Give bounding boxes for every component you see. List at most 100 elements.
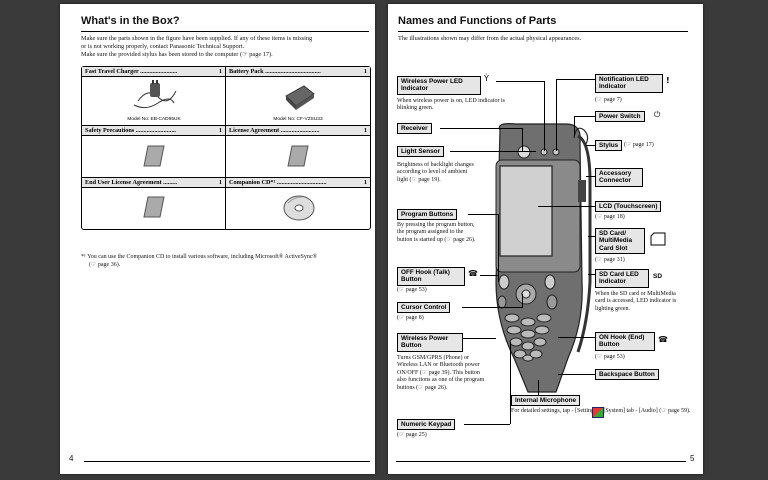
footnote-2: (☞ page 36). xyxy=(89,262,121,268)
phone-on-hook-icon: ☎ xyxy=(658,335,668,344)
label-sd-card-slot: SD Card/ MultiMedia Card Slot xyxy=(595,228,645,255)
footer-rule xyxy=(84,461,370,462)
right-page: Names and Functions of Parts The illustr… xyxy=(388,4,703,474)
item-label: Companion CD*¹ .........................… xyxy=(229,179,327,186)
label-stylus: Stylus xyxy=(595,140,623,152)
wireless-power-led-description: When wireless power is on, LED indicator… xyxy=(397,98,505,112)
row-rule xyxy=(82,125,370,126)
sd-card-led-description: When the SD card or MultiMedia card is a… xyxy=(595,291,677,312)
label-notification-led: Notification LED Indicator xyxy=(595,74,663,93)
label-sd-card-led: SD Card LED Indicator xyxy=(595,269,649,288)
item-label: License Agreement ......................… xyxy=(229,127,320,134)
item-license-header: License Agreement ......................… xyxy=(226,126,370,136)
numeric-keypad-page: (☞ page 25) xyxy=(397,432,427,438)
label-internal-microphone: Internal Microphone xyxy=(511,395,581,407)
leader-line xyxy=(588,274,595,275)
off-hook-page: (☞ page 53) xyxy=(397,287,427,293)
leader-line xyxy=(522,294,523,308)
label-cursor-control: Cursor Control xyxy=(397,302,451,314)
item-label: End User License Agreement ......... xyxy=(85,179,178,186)
program-buttons-description: By pressing the program button, the prog… xyxy=(397,222,476,243)
table-divider xyxy=(225,67,226,229)
item-label: Safety Precautions .....................… xyxy=(85,127,176,134)
eula-sheet-image xyxy=(143,196,165,218)
on-hook-page: (☞ page 53) xyxy=(595,354,625,360)
leader-line xyxy=(510,342,511,424)
start-menu-icon xyxy=(592,407,604,418)
label-off-hook-button: OFF Hook (Talk) Button xyxy=(397,267,465,286)
label-power-switch: Power Switch xyxy=(595,111,645,123)
license-sheet-image xyxy=(287,145,309,167)
item-count: 1 xyxy=(363,127,367,134)
leader-line xyxy=(440,128,522,129)
safety-sheet-image xyxy=(143,145,165,167)
footnote-1: *¹ You can use the Companion CD to insta… xyxy=(81,254,318,260)
label-wireless-power-button: Wireless Power Button xyxy=(397,333,463,352)
item-count: 1 xyxy=(363,179,367,186)
item-label: Fast Travel Charger ....................… xyxy=(85,68,178,75)
page-title-left: What's in the Box? xyxy=(81,15,180,27)
sd-card-icon xyxy=(650,232,666,246)
page-title-right: Names and Functions of Parts xyxy=(398,15,557,27)
leader-line xyxy=(556,79,557,151)
item-charger-header: Fast Travel Charger ....................… xyxy=(82,67,225,77)
leader-line xyxy=(498,214,499,282)
leader-line xyxy=(558,337,595,338)
item-safety-header: Safety Precautions .....................… xyxy=(82,126,225,136)
page-number-right: 5 xyxy=(690,454,695,463)
row-rule xyxy=(82,177,370,178)
left-page: What's in the Box? Make sure the parts s… xyxy=(60,4,375,474)
leader-line xyxy=(538,206,595,207)
leader-line xyxy=(558,374,595,375)
label-lcd: LCD (Touchscreen) xyxy=(595,201,662,213)
footer-rule xyxy=(396,461,686,462)
leader-line xyxy=(556,79,595,80)
leader-line xyxy=(496,81,544,82)
label-wireless-power-led: Wireless Power LED Indicator xyxy=(397,76,481,95)
charger-model: Model No: EB-CAD95UK xyxy=(127,117,181,122)
cursor-control-page: (☞ page 8) xyxy=(397,315,424,321)
leader-line xyxy=(480,275,498,276)
leader-line xyxy=(468,214,498,215)
cd-image xyxy=(283,195,315,221)
item-label: Battery Pack ...........................… xyxy=(229,68,321,75)
label-receiver: Receiver xyxy=(397,123,432,135)
item-count: 1 xyxy=(218,68,222,75)
leader-line xyxy=(586,176,595,177)
label-backspace-button: Backspace Button xyxy=(595,369,659,381)
page-number-left: 4 xyxy=(69,454,74,463)
intro-line-2: or is not working properly, contact Pana… xyxy=(81,43,245,50)
item-count: 1 xyxy=(363,68,367,75)
title-rule xyxy=(398,31,688,32)
leader-line xyxy=(586,145,595,146)
leader-line xyxy=(522,128,523,152)
lcd-page: (☞ page 18) xyxy=(595,214,625,220)
leader-line xyxy=(574,116,595,117)
item-count: 1 xyxy=(218,179,222,186)
leader-line xyxy=(450,151,536,152)
subtitle: The illustrations shown may differ from … xyxy=(398,35,582,42)
leader-line xyxy=(464,424,510,425)
title-rule xyxy=(81,31,369,32)
label-program-buttons: Program Buttons xyxy=(397,209,458,221)
phone-off-hook-icon: ☎ xyxy=(468,269,478,278)
leader-line xyxy=(544,81,545,151)
wireless-power-button-description: Turns GSM/GPRS (Phone) or Wireless LAN o… xyxy=(397,355,485,391)
battery-model: Model No: CF-VZSU33 xyxy=(273,117,323,122)
intro-line-1: Make sure the parts shown in the figure … xyxy=(81,35,313,42)
box-contents-table: Fast Travel Charger ....................… xyxy=(81,66,371,230)
label-on-hook-button: ON Hook (End) Button xyxy=(595,332,655,351)
item-cd-header: Companion CD*¹ .........................… xyxy=(226,178,370,188)
item-count: 1 xyxy=(218,127,222,134)
label-numeric-keypad: Numeric Keypad xyxy=(397,419,456,431)
sd-badge: SD xyxy=(653,273,663,280)
exclamation-icon: ! xyxy=(666,76,670,85)
label-light-sensor: Light Sensor xyxy=(397,146,445,158)
intro-line-3: Make sure the provided stylus has been s… xyxy=(81,51,273,58)
notification-led-page: (☞ page 7) xyxy=(595,97,622,103)
leader-line xyxy=(588,236,595,237)
device-illustration xyxy=(495,123,592,393)
leader-line xyxy=(538,380,539,395)
antenna-icon: Ỳ xyxy=(484,74,489,83)
leader-line xyxy=(462,307,522,308)
